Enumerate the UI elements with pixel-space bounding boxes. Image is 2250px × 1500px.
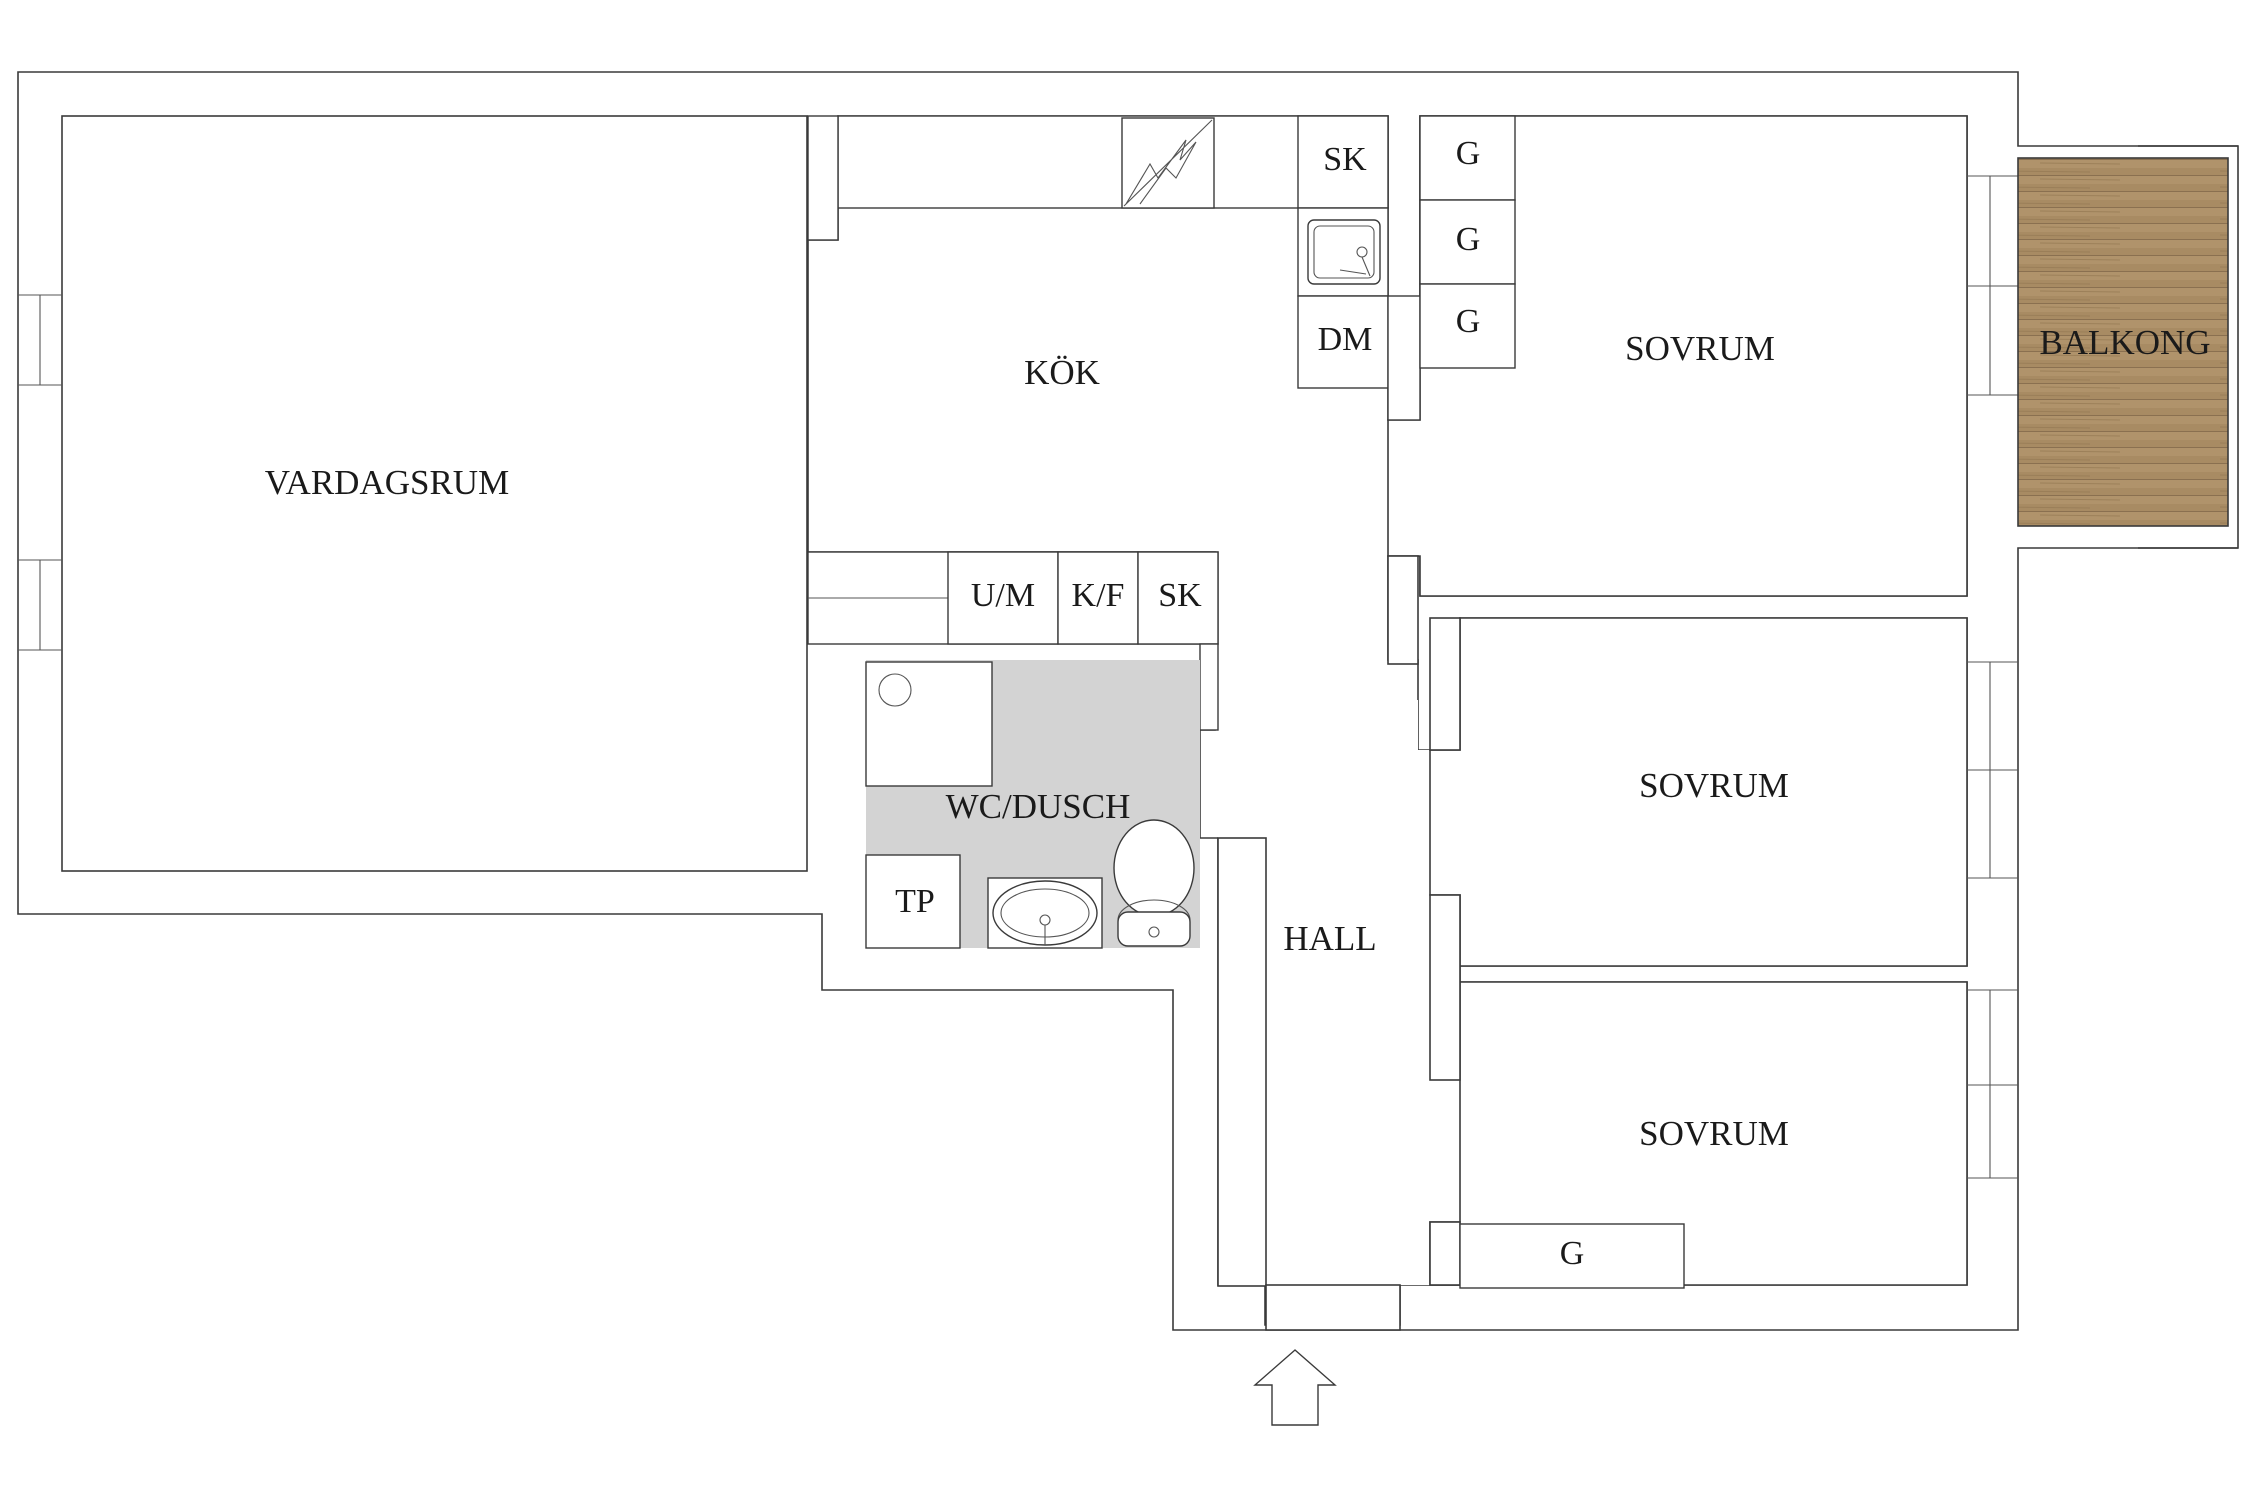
washing-machine: [865, 854, 961, 949]
hall-wall-e: [1217, 837, 1267, 1287]
shower-drain-icon: [878, 673, 912, 707]
counter-post: [807, 115, 839, 241]
wardrobe-1-label: G: [1456, 135, 1481, 172]
bathroom: [865, 660, 1200, 949]
hall-label: HALL: [1283, 919, 1376, 958]
bedroom-1-label: SOVRUM: [1625, 329, 1775, 368]
wardrobe-hall-label: G: [1560, 1235, 1585, 1272]
sk-bottom-label: SK: [1158, 577, 1202, 614]
hall-wall-b: [1429, 617, 1461, 751]
hall-wall-c: [1429, 894, 1461, 1081]
balcony-deck: [2017, 157, 2229, 527]
dm-label: DM: [1318, 321, 1373, 358]
living-room-label: VARDAGSRUM: [265, 463, 509, 502]
stove-symbol-icon: [1123, 119, 1213, 207]
living-room-area: [61, 115, 808, 872]
um-label: U/M: [971, 577, 1035, 614]
balcony-label: BALKONG: [2039, 323, 2210, 362]
bedroom-2-label: SOVRUM: [1639, 766, 1789, 805]
kitchen-label: KÖK: [1024, 353, 1100, 392]
wardrobe-2-label: G: [1456, 221, 1481, 258]
dm-cabinet: [1297, 295, 1389, 389]
hall-wall-a: [1387, 555, 1419, 665]
wardrobes-bedroom-1: [1419, 115, 1516, 369]
kitchen-lower-cabinets: [807, 551, 1219, 731]
kf-label: K/F: [1072, 577, 1125, 614]
balcony: [2017, 145, 2238, 549]
hall-wall-f: [1265, 1284, 1401, 1331]
hall-wardrobe: [1459, 1223, 1685, 1289]
kf-cabinet: [1057, 551, 1139, 645]
counter-post-right: [1387, 295, 1421, 421]
bathroom-label: WC/DUSCH: [946, 787, 1131, 826]
toilet-icon: [1113, 819, 1195, 917]
windows-right: [1967, 175, 2018, 1179]
shower: [865, 661, 993, 787]
sk-cabinet-top: [1297, 115, 1389, 209]
sk-cabinet-bottom: [1137, 551, 1219, 645]
entrance-arrow-icon: [1253, 1349, 1337, 1426]
wardrobe-3-label: G: [1456, 303, 1481, 340]
windows-left: [18, 294, 62, 651]
hall-wall-d: [1429, 1221, 1461, 1286]
bedroom-3-label: SOVRUM: [1639, 1114, 1789, 1153]
sk-top-label: SK: [1323, 141, 1367, 178]
um-cabinet: [947, 551, 1059, 645]
tp-label: TP: [895, 883, 935, 920]
kitchen-counter: [807, 115, 1421, 421]
bedrooms: [1217, 115, 1968, 1331]
sink-icon: [1307, 219, 1381, 285]
